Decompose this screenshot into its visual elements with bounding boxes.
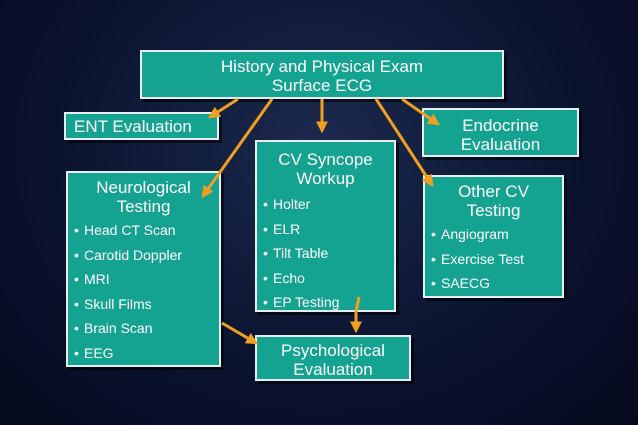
list-item: •EEG [74, 344, 114, 361]
other-cv-testing-box: Other CV Testing •Angiogram •Exercise Te… [423, 175, 564, 298]
list-item: •Angiogram [431, 226, 509, 242]
cv-syncope-title-line1: CV Syncope [278, 150, 373, 169]
list-item: •Tilt Table [263, 245, 329, 261]
list-item: •MRI [74, 271, 110, 287]
history-physical-box: History and Physical Exam Surface ECG [140, 50, 504, 99]
list-item: •EP Testing [263, 294, 340, 310]
list-item: •SAECG [431, 275, 491, 291]
arrow-neuro-to-psych [221, 321, 259, 345]
neurological-title-line2: Testing [116, 197, 171, 216]
neurological-testing-box: Neurological Testing •Head CT Scan •Caro… [66, 171, 221, 367]
list-item: •Exercise Test [431, 250, 524, 267]
endocrine-evaluation-box: Endocrine Evaluation [422, 108, 579, 157]
psychological-title-line2: Evaluation [293, 360, 373, 379]
list-item: •Skull Films [74, 295, 152, 312]
ent-evaluation-box: ENT Evaluation [64, 112, 219, 140]
list-item: •Brain Scan [74, 320, 153, 336]
other-cv-title-line1: Other CV [458, 182, 529, 201]
history-physical-title-line2: Surface ECG [271, 76, 373, 95]
psychological-title-line1: Psychological [281, 341, 385, 360]
cv-syncope-workup-box: CV Syncope Workup •Holter •ELR •Tilt Tab… [255, 140, 396, 312]
cv-syncope-test-list: •Holter •ELR •Tilt Table •Echo •EP Testi… [257, 192, 394, 315]
endocrine-title-line2: Evaluation [460, 135, 541, 154]
list-item: •Echo [263, 269, 305, 286]
neurological-title-line1: Neurological [96, 178, 191, 197]
neurological-test-list: •Head CT Scan •Carotid Doppler •MRI •Sku… [68, 218, 219, 365]
list-item: •Holter [263, 196, 311, 212]
ent-evaluation-label: ENT Evaluation [74, 117, 192, 136]
endocrine-title-line1: Endocrine [462, 116, 539, 135]
list-item: •Head CT Scan [74, 222, 176, 238]
other-cv-title-line2: Testing [466, 201, 521, 220]
other-cv-test-list: •Angiogram •Exercise Test •SAECG [425, 222, 562, 296]
list-item: •ELR [263, 220, 301, 237]
list-item: •Carotid Doppler [74, 246, 183, 263]
history-physical-title-line1: History and Physical Exam [220, 57, 424, 76]
cv-syncope-title-line2: Workup [296, 169, 355, 188]
psychological-evaluation-box: Psychological Evaluation [255, 335, 411, 381]
